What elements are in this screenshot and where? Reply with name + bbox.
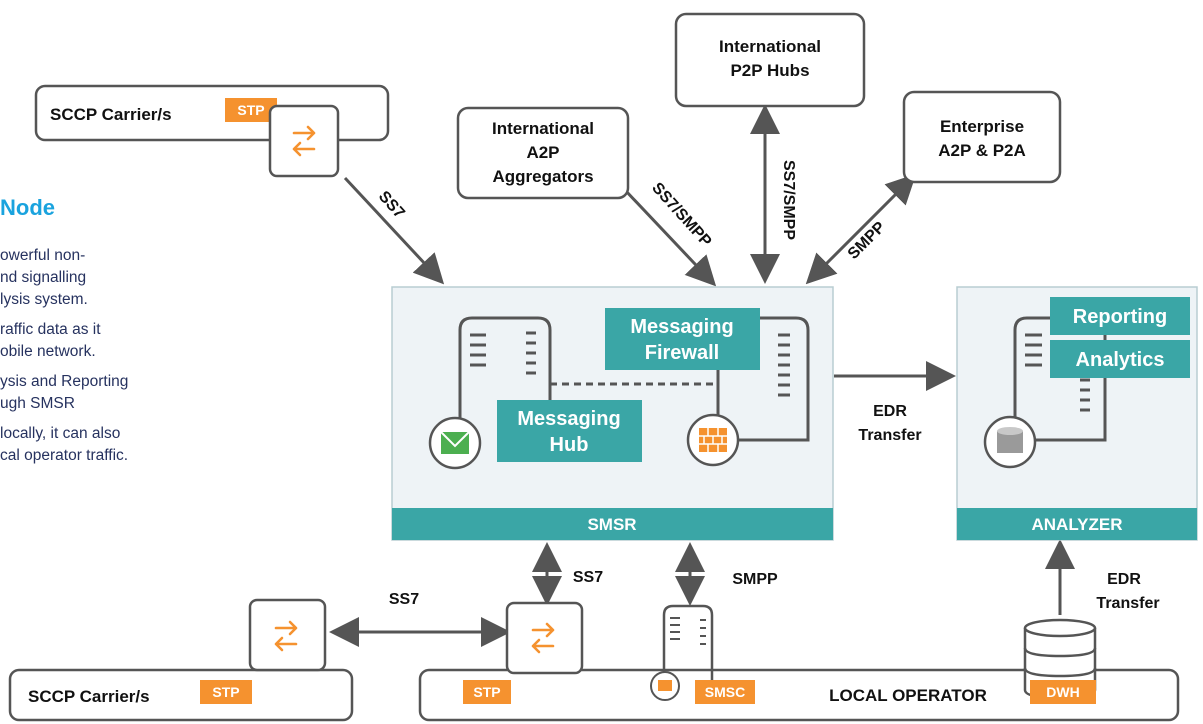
link-a2p bbox=[623, 188, 717, 287]
analyzer-label: ANALYZER bbox=[1032, 515, 1123, 534]
intl-p2p-line-2: P2P Hubs bbox=[730, 61, 809, 80]
smsc-server-icon bbox=[662, 604, 714, 684]
envelope-icon bbox=[428, 416, 482, 470]
side-line-8: locally, it can also bbox=[0, 425, 121, 442]
side-line-9: cal operator traffic. bbox=[0, 447, 129, 464]
firewall-brick-icon bbox=[686, 413, 740, 467]
enterprise-link-label: SMPP bbox=[845, 219, 889, 263]
enterprise-node: Enterprise A2P & P2A bbox=[902, 90, 1062, 184]
ss7-bottom-mid-label: SS7 bbox=[573, 569, 603, 586]
smsc-tag: SMSC bbox=[705, 684, 745, 700]
enterprise-line-2: A2P & P2A bbox=[938, 141, 1026, 160]
hub-label-2: Hub bbox=[550, 434, 589, 456]
side-line-4: raffic data as it bbox=[0, 321, 101, 338]
side-line-5: obile network. bbox=[0, 343, 96, 360]
firewall-label-2: Firewall bbox=[645, 342, 719, 364]
analyzer-module: ANALYZER Reporting Analytics bbox=[956, 286, 1198, 541]
hub-label-1: Messaging bbox=[517, 408, 620, 430]
sccp-carrier-bottom: SCCP Carrier/s STP bbox=[8, 598, 354, 722]
local-operator: STP SMSC LOCAL OPERATOR DWH bbox=[418, 601, 1180, 722]
ss7-bottom-left-label: SS7 bbox=[389, 591, 419, 608]
edr-label-2: Transfer bbox=[858, 427, 921, 444]
local-operator-label: LOCAL OPERATOR bbox=[829, 686, 987, 705]
reporting-label: Reporting bbox=[1073, 306, 1167, 328]
side-line-1: owerful non- bbox=[0, 247, 86, 264]
dwh-tag: DWH bbox=[1046, 684, 1079, 700]
hub-server-icon bbox=[458, 316, 552, 450]
firewall-label-1: Messaging bbox=[630, 316, 733, 338]
sccp-bottom-stp-tag: STP bbox=[212, 684, 239, 700]
smpp-bottom-label: SMPP bbox=[732, 571, 778, 588]
smsr-module: SMSR bbox=[391, 286, 834, 541]
smsc-mail-icon bbox=[650, 671, 680, 701]
p2p-link-label: SS7/SMPP bbox=[780, 160, 797, 240]
link-ss7-top bbox=[343, 176, 445, 285]
sccp-carrier-top: SCCP Carrier/s STP bbox=[34, 84, 390, 178]
side-heading: Node bbox=[0, 195, 55, 220]
intl-a2p-line-3: Aggregators bbox=[492, 167, 593, 186]
edr-label-1: EDR bbox=[873, 403, 907, 420]
a2p-link-label: SS7/SMPP bbox=[648, 180, 714, 251]
intl-a2p-line-2: A2P bbox=[526, 143, 559, 162]
smsr-label: SMSR bbox=[587, 515, 636, 534]
intl-p2p-node: International P2P Hubs bbox=[674, 12, 866, 108]
intl-a2p-line-1: International bbox=[492, 119, 594, 138]
side-line-2: nd signalling bbox=[0, 269, 87, 286]
link-enterprise bbox=[805, 173, 917, 285]
side-line-3: lysis system. bbox=[0, 291, 88, 308]
edr-bottom-label-2: Transfer bbox=[1096, 595, 1159, 612]
sccp-bottom-label: SCCP Carrier/s bbox=[28, 687, 150, 706]
side-line-7: ugh SMSR bbox=[0, 395, 75, 412]
analytics-label: Analytics bbox=[1076, 349, 1165, 371]
sccp-top-label: SCCP Carrier/s bbox=[50, 105, 172, 124]
enterprise-line-1: Enterprise bbox=[940, 117, 1024, 136]
database-icon bbox=[983, 415, 1037, 469]
edr-bottom-label-1: EDR bbox=[1107, 571, 1141, 588]
intl-a2p-node: International A2P Aggregators bbox=[456, 106, 630, 200]
side-line-6: ysis and Reporting bbox=[0, 373, 129, 390]
local-stp-tag: STP bbox=[473, 684, 500, 700]
intl-p2p-line-1: International bbox=[719, 37, 821, 56]
firewall-server-icon bbox=[718, 316, 810, 442]
sccp-top-stp-tag: STP bbox=[237, 102, 264, 118]
